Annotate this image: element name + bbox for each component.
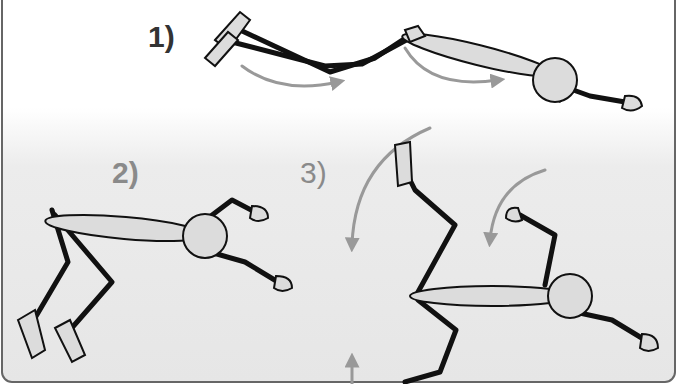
step-number: 2)	[112, 158, 139, 188]
step-number: 3)	[300, 158, 327, 188]
step-number: 1)	[148, 22, 175, 52]
